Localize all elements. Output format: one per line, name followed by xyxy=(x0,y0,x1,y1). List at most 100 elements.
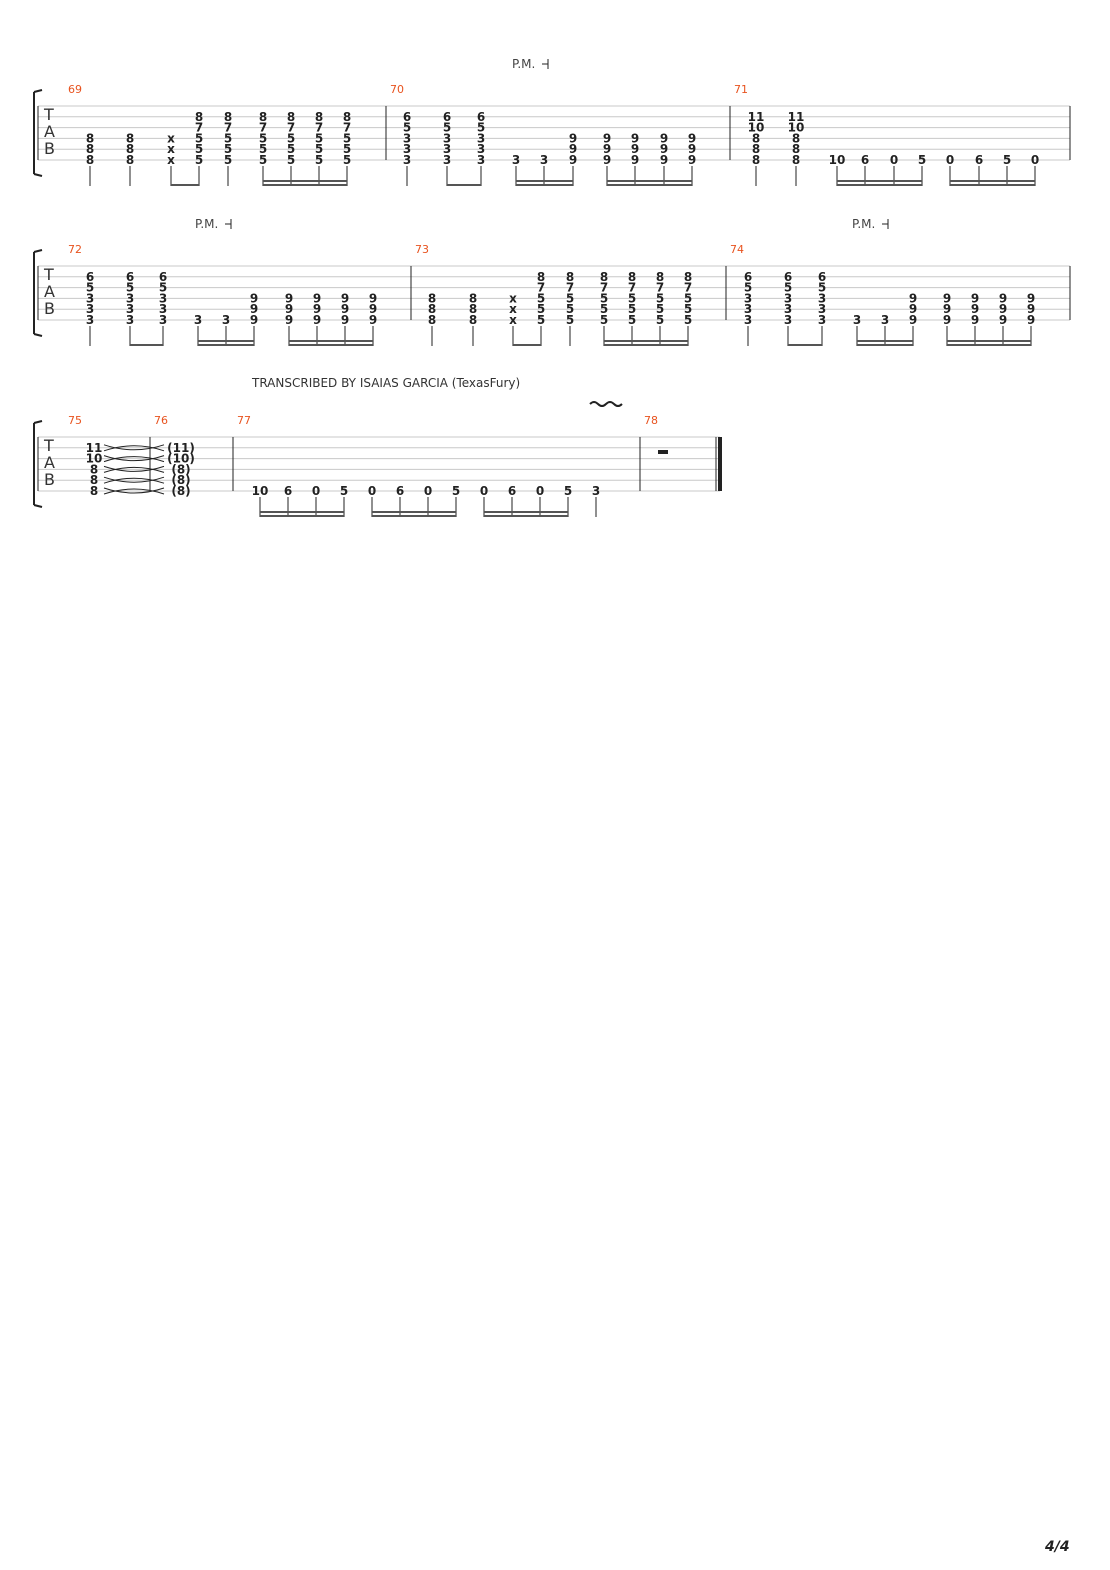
tab-clef-letter: B xyxy=(44,139,55,158)
measure-number: 74 xyxy=(730,243,744,256)
fret-number: 9 xyxy=(313,313,321,327)
fret-number: 5 xyxy=(684,313,692,327)
fret-number: 9 xyxy=(1027,313,1035,327)
vibrato-mark xyxy=(589,401,623,407)
fret-number: 8 xyxy=(792,142,800,156)
tie-arc xyxy=(103,465,165,472)
fret-number: 3 xyxy=(784,291,792,305)
fret-number: 9 xyxy=(341,313,349,327)
fret-number: 5 xyxy=(684,291,692,305)
page-number: 4/4 xyxy=(1044,1539,1070,1555)
fret-number: 5 xyxy=(918,153,926,167)
tie-arc xyxy=(103,488,165,495)
tab-clef-letter: A xyxy=(44,282,55,301)
fret-number: 9 xyxy=(660,153,668,167)
fret-number: 7 xyxy=(656,281,664,295)
fret-number: 8 xyxy=(428,291,436,305)
fret-number: 9 xyxy=(603,153,611,167)
fret-number: 9 xyxy=(313,291,321,305)
fret-number: 10 xyxy=(86,452,103,466)
system-brace-top xyxy=(33,420,43,424)
fret-number: 9 xyxy=(999,291,1007,305)
fret-number: 9 xyxy=(569,131,577,145)
fret-number: 9 xyxy=(250,302,258,316)
fret-number: 6 xyxy=(784,270,792,284)
fret-number: x xyxy=(509,302,517,316)
tie-arc xyxy=(103,445,165,452)
fret-number: 5 xyxy=(600,302,608,316)
fret-number: 5 xyxy=(315,142,323,156)
fret-number: 5 xyxy=(477,121,485,135)
fret-number: 9 xyxy=(285,291,293,305)
fret-number: 9 xyxy=(631,131,639,145)
fret-number: 5 xyxy=(744,281,752,295)
fret-number: 5 xyxy=(195,131,203,145)
tab-clef-letter: T xyxy=(43,265,54,284)
fret-number: 9 xyxy=(285,313,293,327)
fret-number: 8 xyxy=(628,270,636,284)
fret-number: 8 xyxy=(86,142,94,156)
fret-number: 8 xyxy=(126,142,134,156)
fret-number: 3 xyxy=(818,313,826,327)
fret-number: 3 xyxy=(744,313,752,327)
fret-number: 5 xyxy=(159,281,167,295)
fret-number: 9 xyxy=(569,142,577,156)
fret-number: 11 xyxy=(86,441,103,455)
measure-number: 77 xyxy=(237,414,251,427)
fret-number: 9 xyxy=(660,142,668,156)
fret-number: 8 xyxy=(343,110,351,124)
fret-number: 9 xyxy=(569,153,577,167)
fret-number: 8 xyxy=(469,291,477,305)
fret-number: 8 xyxy=(287,110,295,124)
fret-number: 3 xyxy=(443,153,451,167)
fret-number: 3 xyxy=(159,313,167,327)
fret-number: x xyxy=(509,313,517,327)
fret-number: 3 xyxy=(403,131,411,145)
fret-number: 8 xyxy=(259,110,267,124)
fret-number: 7 xyxy=(224,121,232,135)
fret-number: 6 xyxy=(86,270,94,284)
fret-number: x xyxy=(509,291,517,305)
fret-number: 6 xyxy=(508,484,516,498)
fret-number: 3 xyxy=(126,313,134,327)
fret-number: 9 xyxy=(369,302,377,316)
fret-number: 5 xyxy=(656,291,664,305)
fret-number: 8 xyxy=(537,270,545,284)
fret-number: 5 xyxy=(287,153,295,167)
fret-number: 8 xyxy=(90,462,98,476)
fret-number: 7 xyxy=(343,121,351,135)
fret-number: 5 xyxy=(195,142,203,156)
tie-arc xyxy=(103,476,165,483)
fret-number: 8 xyxy=(90,484,98,498)
fret-number: 7 xyxy=(195,121,203,135)
fret-number: 8 xyxy=(126,153,134,167)
tie-arc xyxy=(103,466,165,473)
measure-number: 70 xyxy=(390,83,404,96)
tie-arc xyxy=(103,455,165,462)
fret-number: 9 xyxy=(631,153,639,167)
fret-number: 0 xyxy=(368,484,376,498)
fret-number: 8 xyxy=(315,110,323,124)
fret-number: 10 xyxy=(829,153,846,167)
fret-number: 3 xyxy=(744,302,752,316)
measure-number: 73 xyxy=(415,243,429,256)
fret-number: 11 xyxy=(748,110,765,124)
fret-number: 6 xyxy=(126,270,134,284)
fret-number: 9 xyxy=(971,302,979,316)
fret-number: 9 xyxy=(285,302,293,316)
fret-number: 9 xyxy=(999,313,1007,327)
fret-number: 5 xyxy=(566,313,574,327)
fret-number: 0 xyxy=(890,153,898,167)
fret-number: 9 xyxy=(943,302,951,316)
fret-number: 3 xyxy=(512,153,520,167)
fret-number: 5 xyxy=(818,281,826,295)
fret-number: 3 xyxy=(477,142,485,156)
fret-number: 8 xyxy=(86,153,94,167)
fret-number: 5 xyxy=(343,153,351,167)
fret-number: 9 xyxy=(369,313,377,327)
tie-arc xyxy=(103,477,165,484)
fret-number: 5 xyxy=(656,302,664,316)
fret-number: 8 xyxy=(90,473,98,487)
fret-number: 5 xyxy=(452,484,460,498)
fret-number: 0 xyxy=(312,484,320,498)
